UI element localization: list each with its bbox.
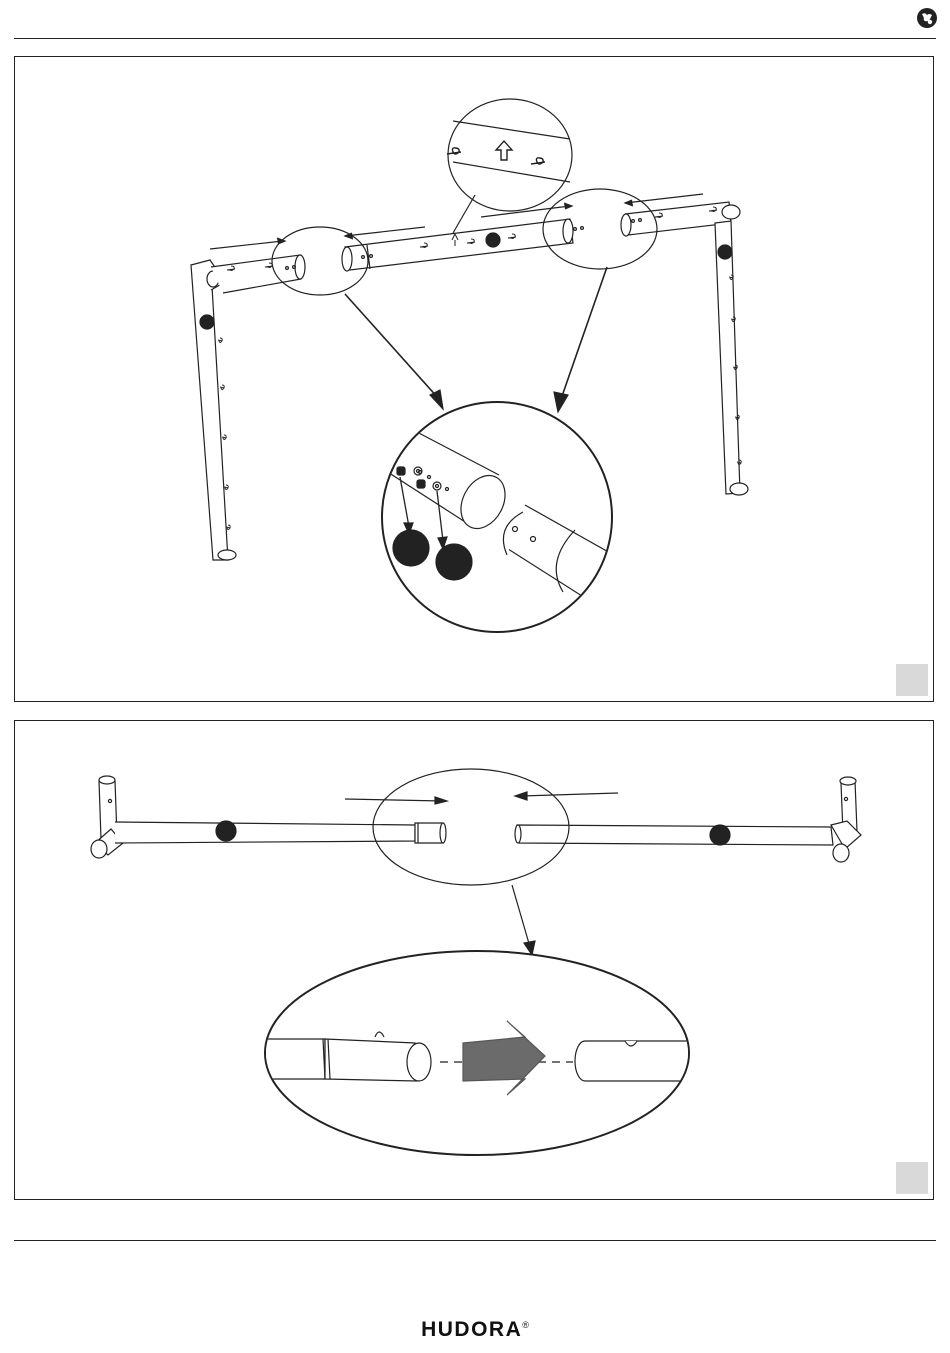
part-marker-washer	[436, 544, 472, 580]
language-flag-icon	[916, 7, 938, 29]
brand-logo: HUDORA®	[0, 1318, 950, 1342]
footer-rule	[14, 1240, 936, 1241]
diagram-tube-connection	[15, 721, 935, 1201]
step-number-box	[896, 1162, 928, 1194]
zoom-label-detail	[448, 99, 572, 211]
panel-step-2	[14, 720, 934, 1200]
header-rule	[14, 38, 936, 39]
panel-step-1	[14, 56, 934, 702]
part-marker-dot	[200, 315, 214, 329]
brand-name: HUDORA	[421, 1318, 522, 1341]
part-marker-screw	[393, 530, 429, 566]
step-number-box	[896, 664, 928, 696]
diagram-top-frame	[15, 57, 935, 703]
brand-mark: ®	[522, 1320, 529, 1330]
